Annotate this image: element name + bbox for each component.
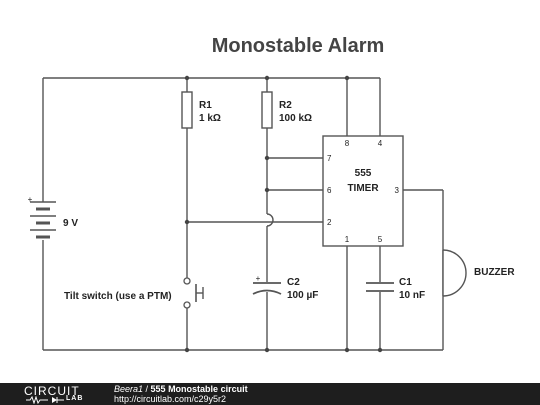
- circuitlab-logo[interactable]: CIRCUIT LAB: [4, 384, 104, 404]
- r1-ref: R1: [199, 100, 212, 111]
- resistor-r1: R1 1 kΩ: [181, 91, 221, 129]
- author-link[interactable]: Beera1: [114, 384, 144, 394]
- c1-value: 10 nF: [399, 290, 425, 301]
- wires: [42, 77, 444, 351]
- pin-4-label: 4: [378, 139, 383, 148]
- circuit-name: 555 Monostable circuit: [150, 384, 248, 394]
- footer-bar: CIRCUIT LAB Beera1 / 555 Monostable circ…: [0, 383, 540, 405]
- pin-2-label: 2: [327, 218, 332, 227]
- c2-polarity: +: [256, 274, 261, 283]
- timer-label-line2: TIMER: [347, 183, 379, 194]
- footer-info: Beera1 / 555 Monostable circuit http://c…: [114, 384, 248, 404]
- tilt-switch-symbol: Tilt switch (use a PTM): [64, 277, 204, 309]
- c2-value: 100 µF: [287, 290, 318, 301]
- pin-6-label: 6: [327, 186, 332, 195]
- circuit-url[interactable]: http://circuitlab.com/c29y5r2: [114, 394, 227, 404]
- logo-text-bottom: LAB: [66, 395, 84, 402]
- resistor-r2: R2 100 kΩ: [261, 91, 312, 129]
- buzzer-symbol: BUZZER: [442, 249, 515, 297]
- r2-ref: R2: [279, 100, 292, 111]
- buzzer-label: BUZZER: [474, 267, 515, 278]
- r1-value: 1 kΩ: [199, 113, 221, 124]
- junction-dots: [184, 75, 383, 353]
- path-separator: /: [143, 384, 151, 394]
- pin-3-label: 3: [395, 186, 400, 195]
- c2-ref: C2: [287, 277, 300, 288]
- pin-1-label: 1: [345, 235, 350, 244]
- battery-value: 9 V: [63, 218, 78, 229]
- timer-555-ic: 555 TIMER 8 4 7 6 2 3 1 5: [322, 135, 404, 247]
- pin-8-label: 8: [345, 139, 350, 148]
- pin-5-label: 5: [378, 235, 383, 244]
- switch-label: Tilt switch (use a PTM): [64, 291, 172, 302]
- timer-label-line1: 555: [355, 168, 372, 179]
- battery-symbol: + 9 V: [28, 195, 78, 239]
- r2-value: 100 kΩ: [279, 113, 312, 124]
- c1-ref: C1: [399, 277, 412, 288]
- battery-polarity: +: [28, 195, 33, 204]
- logo-waveform-icon: [26, 396, 64, 404]
- capacitor-c1: C1 10 nF: [366, 277, 425, 301]
- schematic-title: Monostable Alarm: [212, 35, 385, 57]
- logo-text-top: CIRCUIT: [24, 384, 80, 398]
- pin-7-label: 7: [327, 154, 332, 163]
- capacitor-c2: + C2 100 µF: [252, 274, 318, 301]
